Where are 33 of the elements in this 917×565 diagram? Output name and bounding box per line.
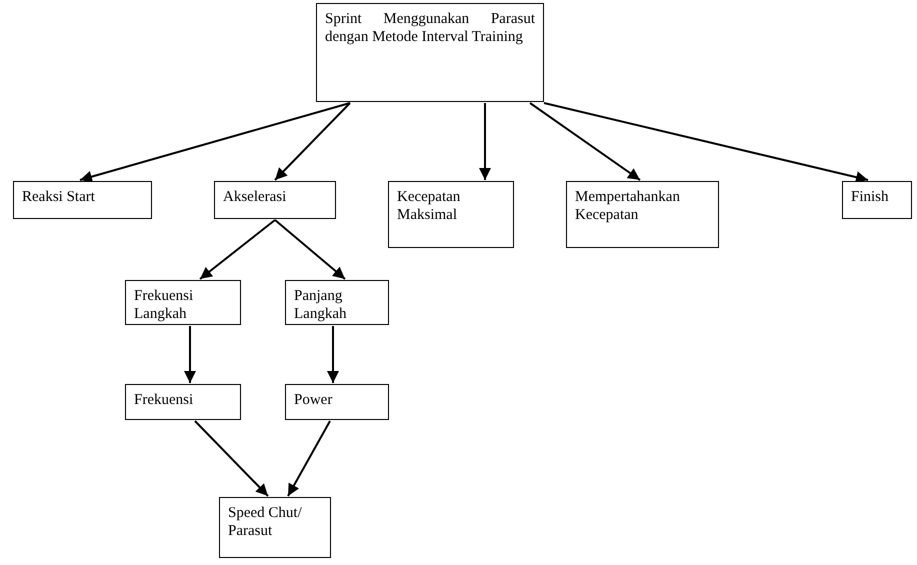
process-box — [285, 280, 389, 325]
box-text: Frekuensi Langkah — [134, 287, 194, 323]
box-text: Speed Chut/ Parasut — [228, 504, 303, 540]
arrow — [544, 102, 868, 184]
arrow — [194, 420, 269, 497]
box-text: Panjang Langkah — [294, 287, 348, 323]
box-text: Power — [294, 391, 334, 409]
box-text: Frekuensi — [134, 391, 194, 409]
process-box — [285, 384, 389, 420]
box-text: Sprint Menggunakan Parasut dengan Metode Interval Training — [325, 10, 535, 46]
arrow — [287, 420, 331, 496]
process-box — [13, 181, 152, 219]
box-text: Kecepatan Maksimal — [397, 188, 462, 224]
process-box — [214, 181, 336, 219]
process-box — [219, 497, 331, 558]
arrow — [80, 102, 350, 182]
arrow — [184, 326, 196, 383]
process-box — [316, 3, 544, 102]
box-text: Akselerasi — [223, 188, 288, 206]
process-box — [842, 181, 912, 219]
box-text: Mempertahankan Kecepatan — [575, 188, 681, 224]
process-box — [388, 181, 514, 248]
box-text: Finish — [851, 188, 890, 206]
process-box — [566, 181, 719, 248]
box-text: Reaksi Start — [22, 188, 96, 206]
arrow — [274, 219, 346, 280]
arrow — [479, 103, 491, 180]
process-box — [125, 384, 241, 420]
arrow — [274, 102, 351, 181]
arrow — [529, 102, 641, 181]
process-box — [125, 280, 241, 325]
arrow — [199, 219, 276, 280]
arrow — [327, 326, 339, 383]
